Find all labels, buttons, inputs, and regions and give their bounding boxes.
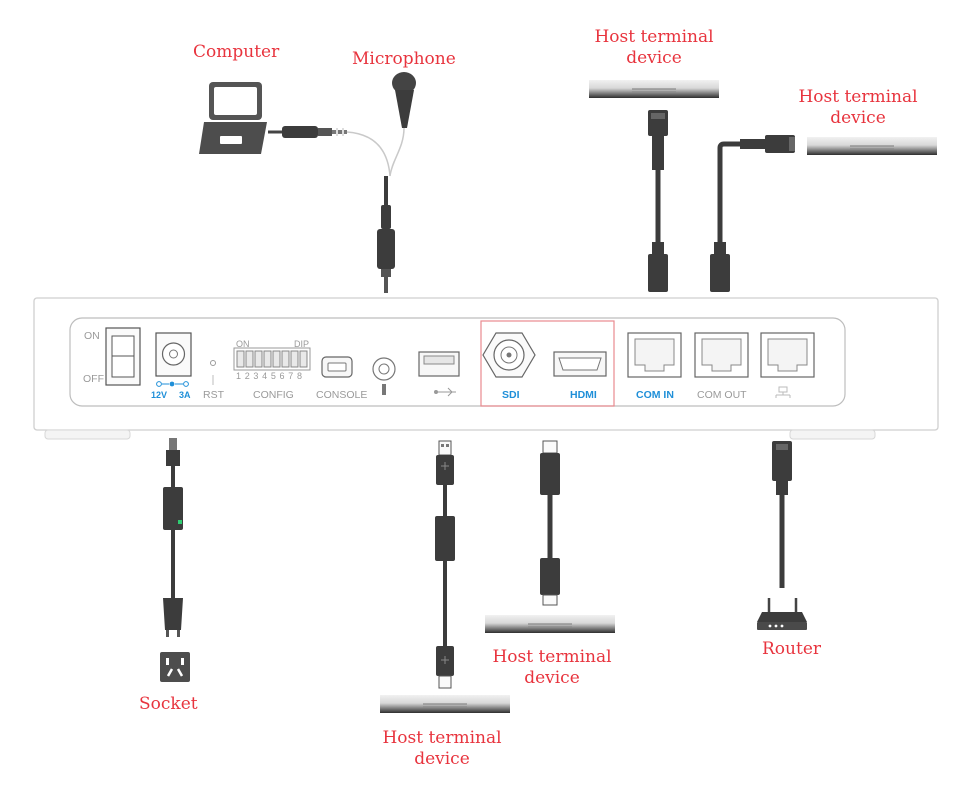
host-bottom-hdmi-line2: device xyxy=(524,668,580,688)
lan-port xyxy=(760,332,815,398)
power-switch xyxy=(105,327,141,386)
host-top-1-line2: device xyxy=(626,48,682,68)
socket-icon xyxy=(160,652,190,682)
host-top-1-line1: Host terminal xyxy=(594,27,714,47)
microphone-label: Microphone xyxy=(352,49,456,69)
usb-cable xyxy=(435,440,455,689)
com-out-label: COM OUT xyxy=(697,389,747,401)
host-bottom-hdmi-label: Host terminal device xyxy=(490,647,614,689)
com-out-cable xyxy=(710,135,795,292)
socket-label: Socket xyxy=(139,694,198,714)
router-icon xyxy=(757,598,807,630)
host-top-2-label: Host terminal device xyxy=(796,87,920,129)
host-bottom-usb-label: Host terminal device xyxy=(380,728,504,770)
dc-jack xyxy=(155,332,192,387)
dip-switch-frame xyxy=(233,347,311,371)
com-in-port xyxy=(627,332,682,378)
dip-slot xyxy=(245,350,254,368)
hdmi-label: HDMI xyxy=(570,389,597,401)
dip-slot xyxy=(272,350,281,368)
switch-on-label: ON xyxy=(84,330,100,342)
switch-off-label: OFF xyxy=(83,373,104,385)
host-top-2-line1: Host terminal xyxy=(798,87,918,107)
computer-audio-cable xyxy=(268,126,391,177)
video-ports-highlight xyxy=(480,320,615,407)
dip-slot xyxy=(263,350,272,368)
hdmi-port xyxy=(553,351,607,377)
reset-button xyxy=(210,360,216,385)
hdmi-cable xyxy=(540,440,560,606)
sdi-label: SDI xyxy=(502,389,520,401)
com-out-port xyxy=(694,332,749,378)
computer-label: Computer xyxy=(193,42,280,62)
dip-on-label: ON xyxy=(236,339,250,349)
computer-icon xyxy=(199,82,267,154)
console-port xyxy=(321,356,353,378)
power-12v-label: 12V xyxy=(151,390,168,400)
sdi-port xyxy=(482,332,536,378)
lan-cable xyxy=(772,441,792,588)
dip-numbers-label: 1 2 3 4 5 6 7 8 xyxy=(236,371,303,381)
host-top-1-label: Host terminal device xyxy=(592,27,716,69)
host-device-top-2 xyxy=(807,137,937,155)
dip-slot xyxy=(254,350,263,368)
dip-slot xyxy=(236,350,245,368)
host-bottom-hdmi-line1: Host terminal xyxy=(492,647,612,667)
dip-slot xyxy=(299,350,308,368)
dip-slot xyxy=(281,350,290,368)
rst-label: RST xyxy=(203,389,224,401)
host-bottom-usb-line2: device xyxy=(414,749,470,769)
usb-port xyxy=(418,351,460,397)
host-bottom-usb-line1: Host terminal xyxy=(382,728,502,748)
dip-switch xyxy=(233,347,311,371)
host-top-2-line2: device xyxy=(830,108,886,128)
console-label: CONSOLE xyxy=(316,389,368,401)
host-device-bottom-usb xyxy=(380,695,510,713)
com-in-cable xyxy=(648,110,668,292)
mic-jack xyxy=(372,357,396,395)
dip-slot xyxy=(290,350,299,368)
dip-label: DIP xyxy=(294,339,310,349)
power-cable xyxy=(163,438,183,637)
microphone-icon xyxy=(389,72,416,177)
power-3a-label: 3A xyxy=(179,390,191,400)
mic-plug-cable xyxy=(377,176,395,293)
host-device-top-1 xyxy=(589,80,719,98)
com-in-label: COM IN xyxy=(636,389,674,401)
config-label: CONFIG xyxy=(253,389,294,401)
router-label: Router xyxy=(762,639,822,659)
host-device-bottom-hdmi xyxy=(485,615,615,633)
